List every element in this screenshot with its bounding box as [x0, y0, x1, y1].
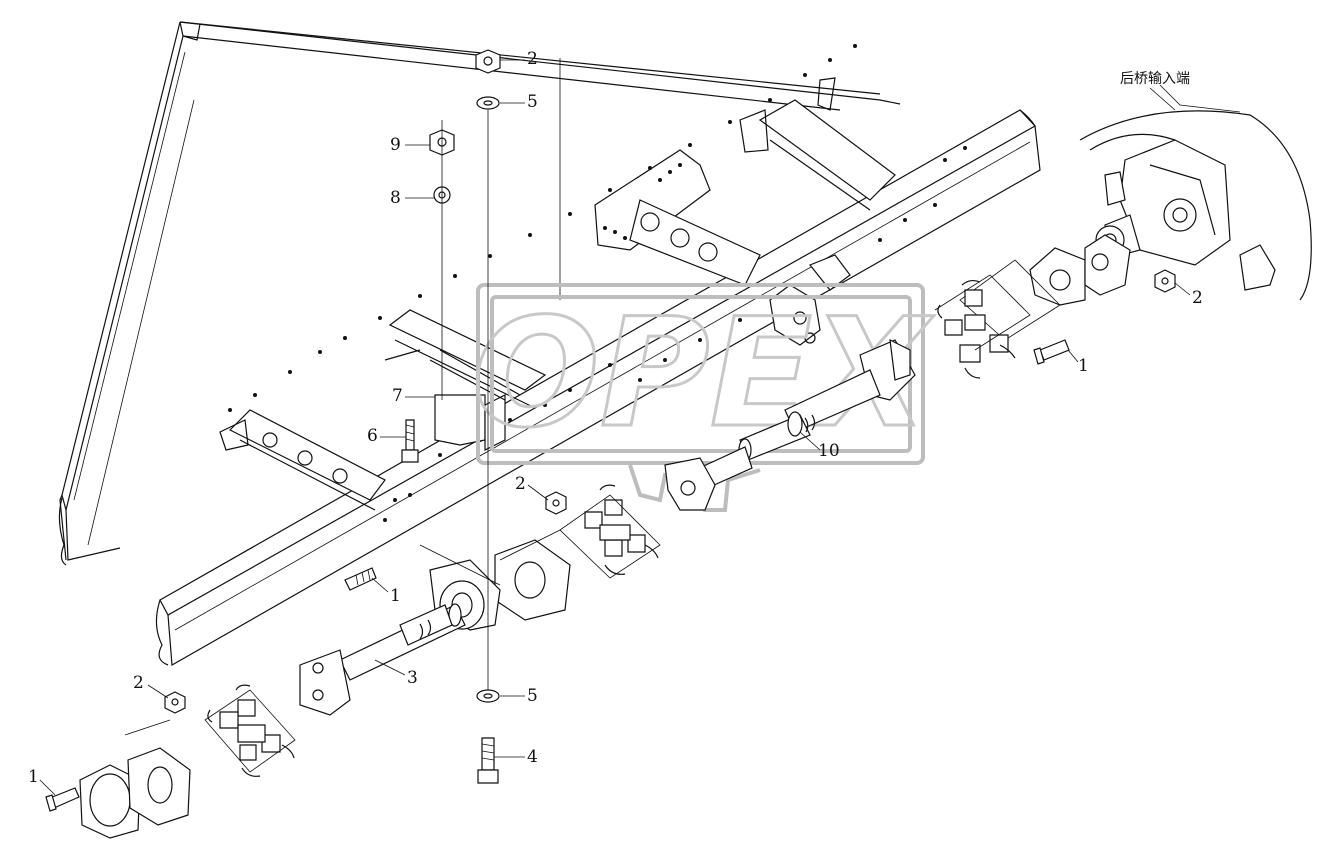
callout-5-bottom: 5	[527, 686, 538, 706]
callout-3: 3	[407, 668, 418, 688]
callout-1-left: 1	[28, 767, 39, 787]
fastener-bolt-4	[477, 737, 499, 784]
frame-rear-bracket	[769, 254, 851, 346]
callout-7: 7	[392, 386, 403, 406]
front-flange-yoke	[79, 719, 191, 839]
watermark-text: OPEX	[472, 287, 934, 461]
rear-axle-housing	[1079, 110, 1312, 301]
fastener-bolt-right	[1033, 339, 1070, 365]
fastener-bolt-6	[401, 419, 419, 463]
rear-axle-input-annotation: 后桥输入端	[1120, 71, 1190, 87]
frame-upper-rail-flange	[179, 21, 901, 300]
watermark-logo: OPEX	[471, 283, 936, 512]
fastener-washer-bottom	[476, 689, 500, 703]
callout-9: 9	[390, 135, 401, 155]
cross-member-gusset	[594, 149, 761, 286]
callout-4: 4	[527, 747, 538, 767]
fastener-bolt-left	[45, 787, 80, 812]
cross-member-front	[219, 409, 386, 511]
callout-8: 8	[390, 188, 401, 208]
callout-2-top: 2	[527, 49, 538, 69]
rear-propeller-shaft	[664, 338, 916, 511]
front-propeller-shaft	[299, 603, 466, 716]
cross-member-middle	[384, 309, 547, 409]
fastener-bolt-mid	[344, 567, 377, 591]
fastener-nut-top	[475, 49, 501, 74]
callout-2-mid: 2	[515, 474, 526, 494]
callout-1-right: 1	[1078, 356, 1089, 376]
callout-2-left: 2	[133, 673, 144, 693]
cross-member-rear	[739, 77, 896, 211]
callout-1-mid: 1	[390, 586, 401, 606]
fastener-nut-mid	[545, 491, 567, 515]
callout-6: 6	[367, 426, 378, 446]
fastener-washer-top	[476, 96, 500, 110]
callout-2-right: 2	[1192, 288, 1203, 308]
frame-holes	[228, 44, 967, 522]
frame-upper-rail	[58, 21, 201, 566]
right-flange-yoke	[959, 234, 1131, 341]
leader-lines	[39, 59, 1241, 796]
callout-5-top: 5	[527, 92, 538, 112]
right-universal-joint	[934, 274, 1031, 379]
fastener-nut-right	[1154, 269, 1176, 293]
middle-universal-joint	[559, 484, 661, 579]
fastener-nut-left	[164, 691, 186, 714]
callout-10: 10	[818, 441, 840, 461]
front-universal-joint	[204, 684, 296, 777]
